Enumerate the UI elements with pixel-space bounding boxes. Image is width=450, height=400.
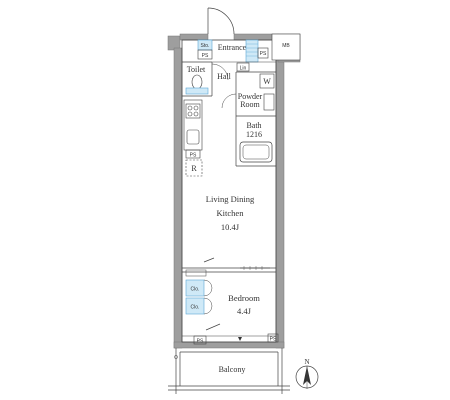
ldk-size: 10.4J — [221, 222, 240, 232]
bedroom-partition — [182, 257, 276, 273]
ps-kitchen-label: PS — [190, 153, 197, 159]
linen-closet — [236, 62, 250, 72]
kitchen-counter — [183, 99, 203, 151]
ps-balcony — [267, 333, 279, 343]
bath-label-2: 1216 — [246, 130, 262, 139]
toilet-shelf — [185, 87, 209, 95]
ldk-label-2: Kitchen — [217, 208, 245, 218]
entry-arrow-icon — [238, 337, 242, 341]
bedroom-closet-2 — [185, 297, 205, 315]
bath-label-1: Bath — [246, 121, 261, 130]
balcony-label: Balcony — [219, 365, 246, 374]
powder-room-door[interactable] — [221, 93, 237, 109]
entrance-label: Entrance — [218, 43, 247, 52]
closet-1-label: Clo. — [191, 287, 200, 293]
toilet-label: Toilet — [187, 65, 206, 74]
linen-label: Lin — [240, 66, 247, 72]
sliding-door-marks — [243, 266, 263, 270]
ldk-label-1: Living Dining — [206, 194, 255, 204]
bath-room — [235, 116, 276, 167]
powder-room-label-2: Room — [240, 100, 260, 109]
ps-entrance-left-label: PS — [202, 53, 209, 59]
vanity-sink-icon — [263, 93, 275, 111]
bedroom-label: Bedroom — [228, 293, 260, 303]
bathtub-inner — [242, 144, 270, 160]
bedroom-closet-1 — [185, 279, 205, 297]
entrance-closet-hatch — [246, 43, 258, 57]
refrigerator-space — [185, 159, 203, 177]
bathtub-icon — [239, 141, 273, 163]
shoe-storage-label: Sto. — [201, 43, 210, 49]
toilet-bowl-icon — [191, 74, 203, 90]
toilet-door[interactable] — [211, 63, 229, 81]
powder-room-label-1: Powder — [238, 92, 263, 101]
mb-label: MB — [282, 43, 290, 49]
compass-north-label: N — [304, 358, 309, 366]
washer-space — [259, 73, 275, 89]
hall-label: Hall — [217, 72, 232, 81]
bedroom-size: 4.4J — [237, 306, 252, 316]
ps-bedroom — [193, 335, 207, 345]
entrance-closet — [245, 39, 259, 63]
balcony-drain-icon — [174, 355, 178, 359]
refrigerator-label: R — [191, 164, 197, 173]
ps-kitchen — [185, 149, 201, 159]
front-door[interactable] — [207, 7, 235, 35]
ps-entrance-right-label: PS — [260, 51, 267, 57]
ps-balcony-label: PS — [270, 337, 277, 343]
closet-2-label: Clo. — [191, 305, 200, 311]
bedroom-door-mark — [205, 323, 221, 331]
interior-outline — [181, 39, 277, 343]
balcony — [168, 348, 290, 394]
ps-bedroom-label: PS — [197, 339, 204, 345]
meter-box — [271, 33, 301, 61]
door-threshold — [185, 269, 207, 277]
ps-entrance-right — [257, 47, 269, 59]
ps-entrance-left — [197, 49, 213, 60]
washer-label: W — [263, 77, 271, 86]
north-compass-icon — [295, 365, 319, 389]
closet-doors[interactable] — [203, 279, 213, 315]
toilet-room — [182, 61, 213, 97]
